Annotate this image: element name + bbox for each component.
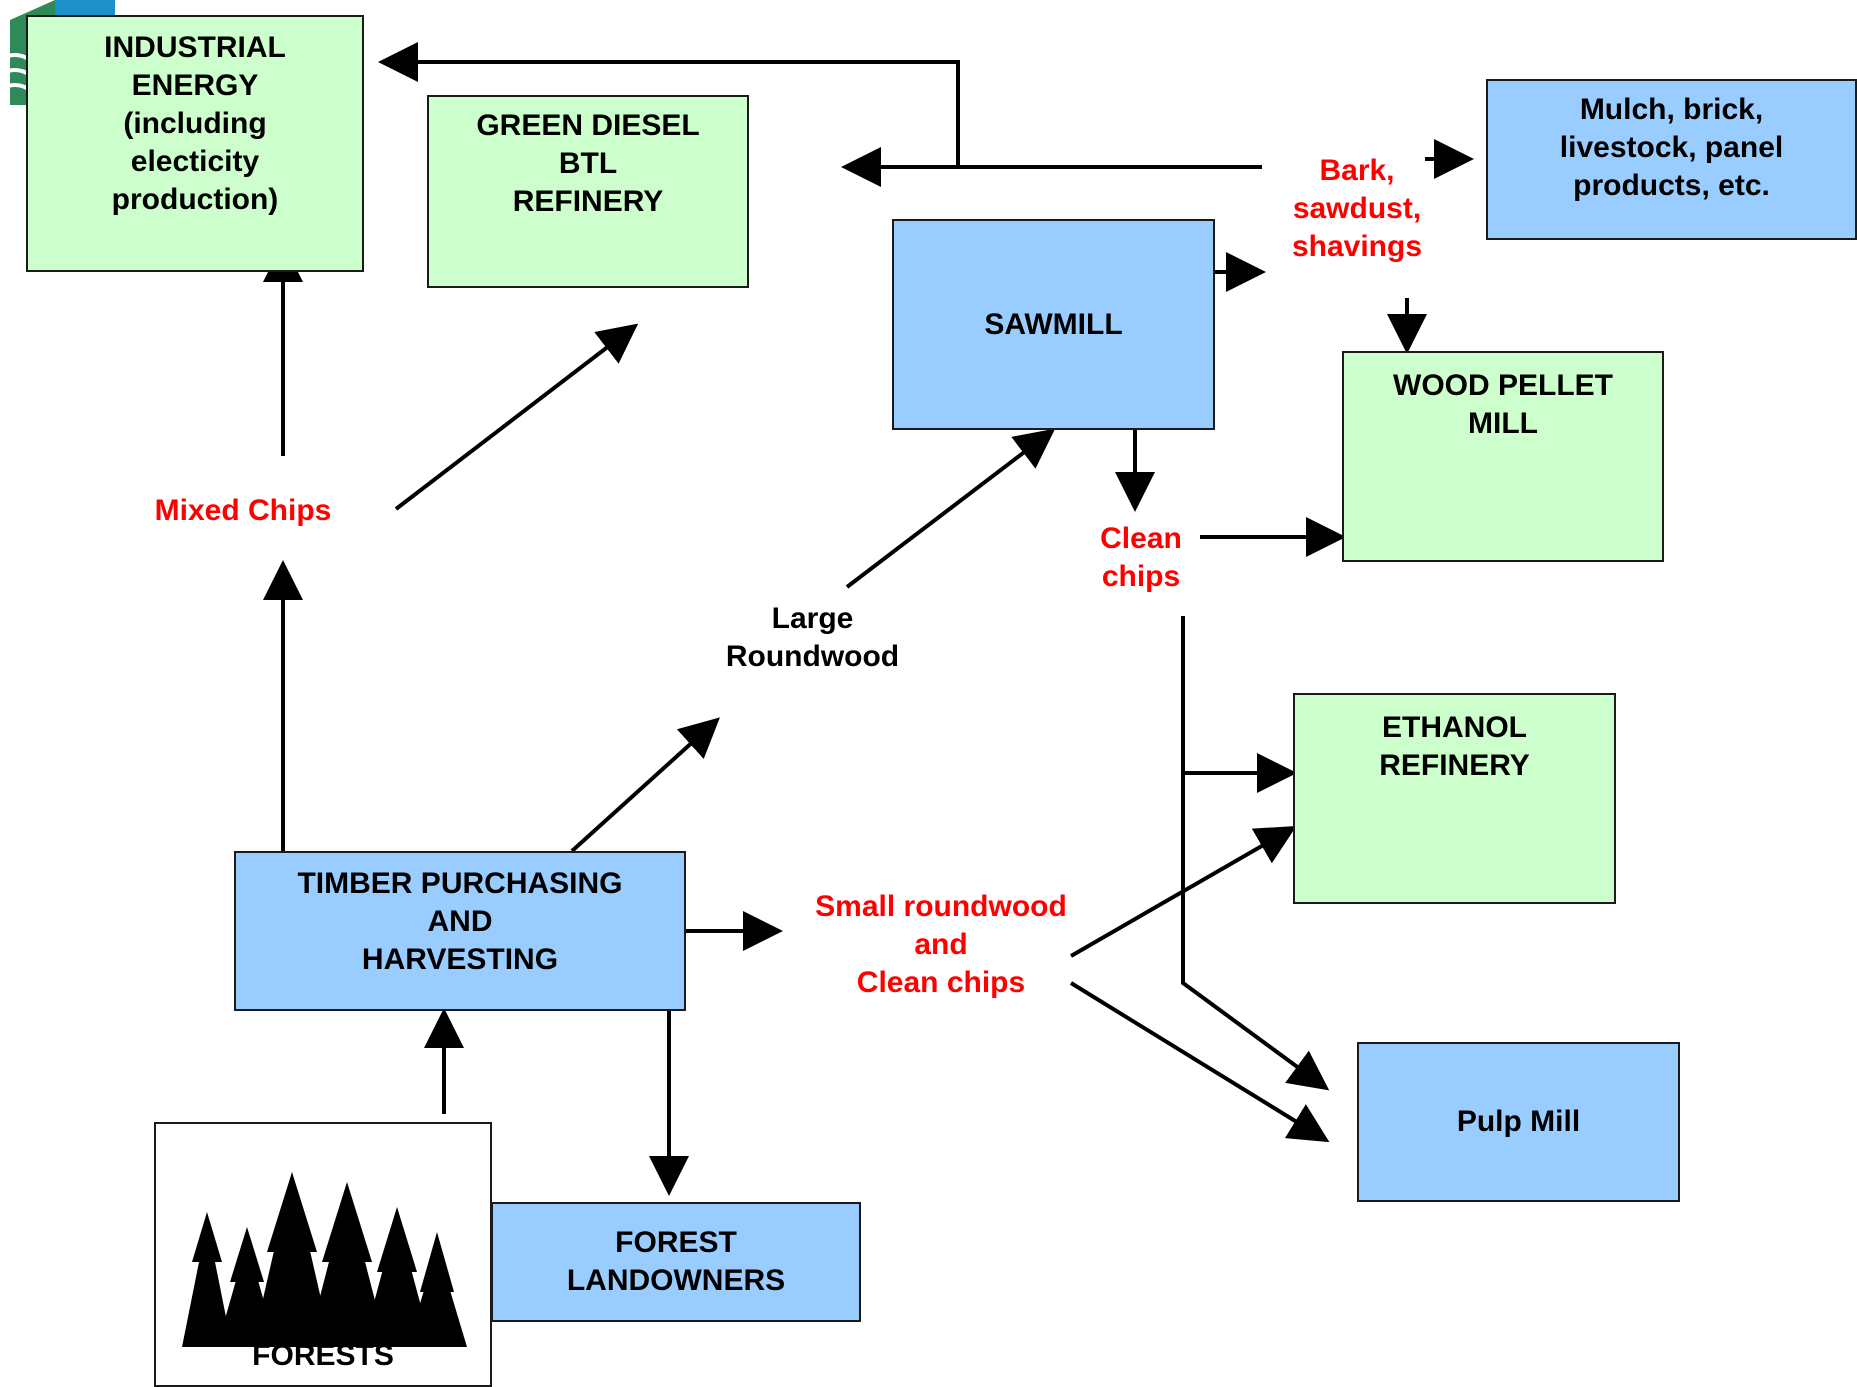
mixed-chips-label: Mixed Chips (154, 494, 332, 527)
arrow-roundwood-to-sawmill (845, 428, 1056, 589)
timber-purchasing-label: TIMBER PURCHASING AND HARVESTING (297, 867, 623, 976)
forest-landowners-label: FOREST LANDOWNERS (566, 1226, 786, 1297)
industrial-energy-box: INDUSTRIAL ENERGY (including electicity … (26, 15, 364, 272)
forests-box: FORESTS (154, 1122, 492, 1387)
large-roundwood-label: Large Roundwood (725, 602, 900, 673)
wood-pellet-mill-box: WOOD PELLET MILL (1342, 351, 1664, 562)
line-clean-chips-down (1181, 616, 1330, 1091)
arrow-timber-to-large-roundwood (570, 717, 720, 853)
forests-label: FORESTS (252, 1339, 394, 1372)
arrow-bark-to-industrial-energy (378, 42, 960, 167)
mulch-products-label: Mulch, brick, livestock, panel products,… (1559, 93, 1784, 202)
pulp-mill-box: Pulp Mill (1357, 1042, 1680, 1202)
wood-pellet-mill-label: WOOD PELLET MILL (1393, 369, 1613, 440)
arrow-mixed-chips-to-green-diesel (394, 323, 639, 511)
arrow-small-roundwood-to-ethanol (1070, 826, 1297, 958)
sawmill-label: SAWMILL (984, 307, 1123, 341)
sawmill-box: SAWMILL (892, 219, 1215, 430)
bark-sawdust-label: Bark, sawdust, shavings (1291, 154, 1423, 263)
forest-trees-icon (182, 1172, 467, 1347)
forest-landowners-box: FOREST LANDOWNERS (491, 1202, 861, 1322)
green-diesel-label: GREEN DIESEL BTL REFINERY (476, 109, 700, 218)
arrow-small-roundwood-to-pulp (1069, 981, 1330, 1143)
industrial-energy-label: INDUSTRIAL ENERGY (including electicity … (104, 31, 286, 216)
ethanol-refinery-label: ETHANOL REFINERY (1379, 711, 1530, 782)
mulch-products-box: Mulch, brick, livestock, panel products,… (1486, 79, 1857, 240)
pulp-mill-label: Pulp Mill (1456, 1105, 1581, 1138)
small-roundwood-label: Small roundwood and Clean chips (815, 890, 1067, 999)
ethanol-refinery-box: ETHANOL REFINERY (1293, 693, 1616, 904)
clean-chips-label: Clean chips (1100, 522, 1182, 593)
timber-purchasing-box: TIMBER PURCHASING AND HARVESTING (234, 851, 686, 1011)
green-diesel-box: GREEN DIESEL BTL REFINERY (427, 95, 749, 288)
